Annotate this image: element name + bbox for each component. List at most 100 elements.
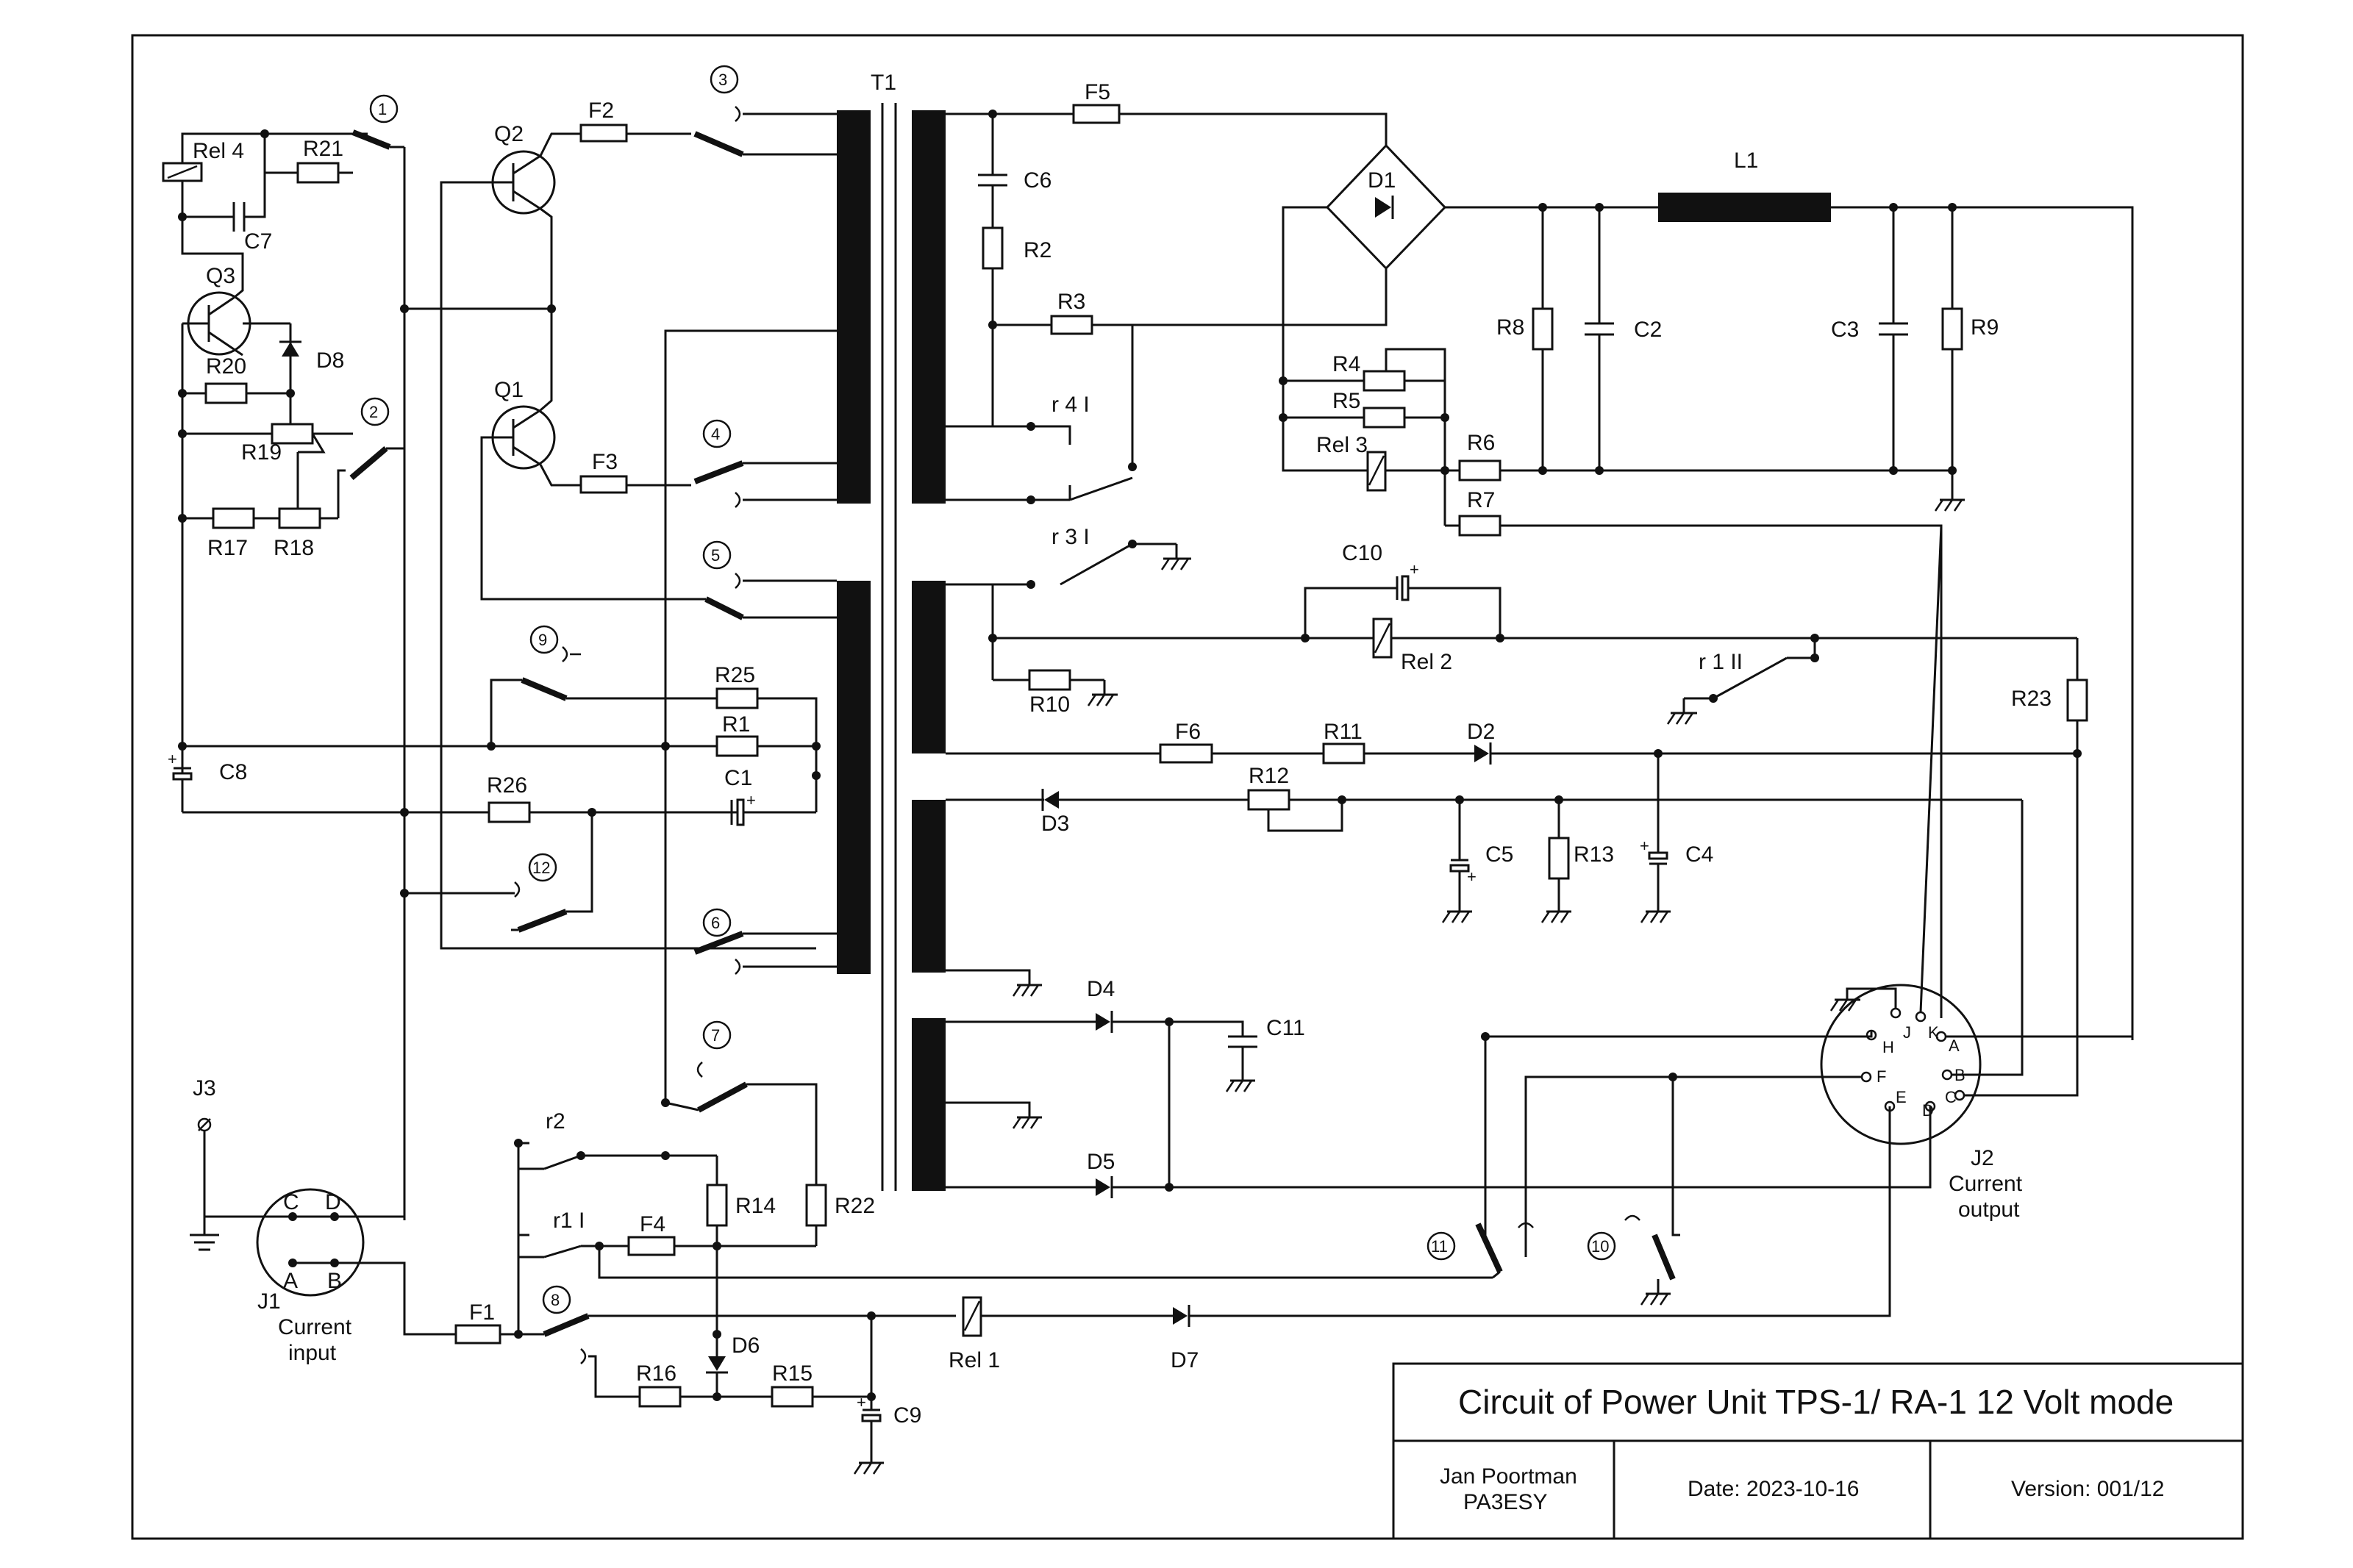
switch-5[interactable]: 5 [702,540,837,620]
switch-3[interactable]: 3 [693,65,837,157]
switch-7[interactable]: 7 [696,1020,748,1113]
c8-label: C8 [219,760,247,784]
r15-label: R15 [772,1361,813,1386]
svg-text:3: 3 [718,71,727,89]
switch-12[interactable]: 12 [514,853,568,933]
j1-label: J1 [257,1289,281,1314]
switch-8[interactable]: 8 [542,1285,590,1364]
r4i-label: r 4 I [1051,393,1090,417]
r7-label: R7 [1467,488,1495,512]
svg-text:+: + [857,1393,866,1411]
author-name: Jan Poortman [1440,1464,1577,1489]
switch-2[interactable]: 2 [338,397,390,481]
svg-text:F: F [1877,1067,1886,1086]
j2-desc-2: output [1958,1198,2020,1222]
r12-label: R12 [1249,764,1289,788]
f3-label: F3 [592,450,618,474]
rel1-label: Rel 1 [949,1348,1000,1372]
svg-text:A: A [1949,1037,1960,1055]
f4-label: F4 [640,1212,665,1236]
r13-label: R13 [1574,842,1614,867]
r6-label: R6 [1467,431,1495,455]
svg-text:D: D [1922,1101,1934,1120]
bias-rectifier: D4 C11 D5 [946,977,1932,1198]
c7-label: C7 [244,229,272,254]
c1-label: C1 [724,766,752,790]
svg-text:4: 4 [711,425,720,443]
f1-label: F1 [469,1300,495,1325]
r3i-label: r 3 I [1051,525,1090,549]
d7-label: D7 [1171,1348,1199,1372]
j3-label: J3 [193,1076,216,1100]
j2-label: J2 [1971,1146,1994,1170]
switch-9[interactable]: 9 [521,625,581,701]
svg-text:11: 11 [1431,1237,1448,1256]
j2-output-connector: J K H A F B E D C J2 Current output [1484,525,2134,1257]
svg-text:J: J [1903,1023,1911,1042]
r1ii-label: r 1 II [1699,650,1743,674]
t1-label: T1 [871,71,896,95]
c10-label: C10 [1342,541,1382,565]
r11-label: R11 [1324,720,1363,744]
q2-label: Q2 [494,122,524,146]
svg-text:B: B [327,1269,342,1293]
r18-label: R18 [274,536,314,560]
svg-text:C: C [283,1190,299,1214]
auxiliary-supply: D3 R12 + C5 R13 + [946,753,2022,997]
r16-label: R16 [636,1361,676,1386]
control-section: r 3 I R10 + C10 Rel 2 r 1 II [946,525,2088,1081]
switch-10[interactable]: 10 [1587,1214,1676,1281]
r1-label: R1 [722,712,750,737]
r25-label: R25 [715,663,755,687]
f5-label: F5 [1085,80,1110,104]
feedback-network: 9 R25 R1 R26 + C1 12 [182,625,818,933]
d5-label: D5 [1087,1150,1115,1174]
svg-text:H: H [1882,1038,1894,1056]
svg-text:2: 2 [369,403,378,421]
rectifier-section: F5 C6 R2 R3 r 4 I D1 L1 [946,80,2134,1040]
r3-label: R3 [1057,290,1085,314]
d4-label: D4 [1087,977,1115,1001]
c9-label: C9 [893,1403,921,1428]
drawing-frame [131,34,2244,1540]
author-call: PA3ESY [1463,1490,1548,1514]
r10-label: R10 [1029,692,1070,717]
svg-text:5: 5 [711,546,720,565]
rel2-label: Rel 2 [1401,650,1452,674]
svg-text:6: 6 [711,914,720,932]
drawing-version: Version: 001/12 [2011,1477,2165,1501]
c11-label: C11 [1266,1016,1305,1040]
junctions-left [178,129,821,1107]
svg-text:+: + [168,750,177,768]
r20-label: R20 [206,354,246,379]
svg-text:+: + [1640,837,1649,855]
title-block: Circuit of Power Unit TPS-1/ RA-1 12 Vol… [1392,1362,2244,1540]
r2r-label: R2 [1024,238,1051,262]
switch-4[interactable]: 4 [693,419,837,508]
svg-text:+: + [1410,560,1419,579]
drawing-title: Circuit of Power Unit TPS-1/ RA-1 12 Vol… [1458,1383,2174,1421]
f6-label: F6 [1175,720,1201,744]
svg-text:1: 1 [378,100,387,118]
svg-text:12: 12 [532,859,550,877]
svg-text:10: 10 [1591,1237,1609,1256]
r22-label: R22 [835,1194,875,1218]
svg-text:A: A [283,1269,298,1293]
j2-desc-1: Current [1949,1172,2023,1196]
d2-label: D2 [1467,720,1495,744]
push-pull-transistors: Q2 Q1 F2 F3 [440,99,816,950]
d8-label: D8 [316,348,344,373]
d1-label: D1 [1368,168,1396,193]
r17-label: R17 [207,536,248,560]
drawing-date: Date: 2023-10-16 [1688,1477,1860,1501]
r19-label: R19 [241,440,282,465]
switch-11[interactable]: 11 [1427,1222,1534,1273]
switch-6[interactable]: 6 [693,908,837,975]
switch-1[interactable]: 1 [351,94,399,150]
l1-label: L1 [1734,148,1758,173]
svg-text:9: 9 [538,631,547,649]
svg-text:C: C [1945,1088,1957,1106]
j1-desc-1: Current [278,1315,352,1339]
r2-label: r2 [546,1109,565,1134]
